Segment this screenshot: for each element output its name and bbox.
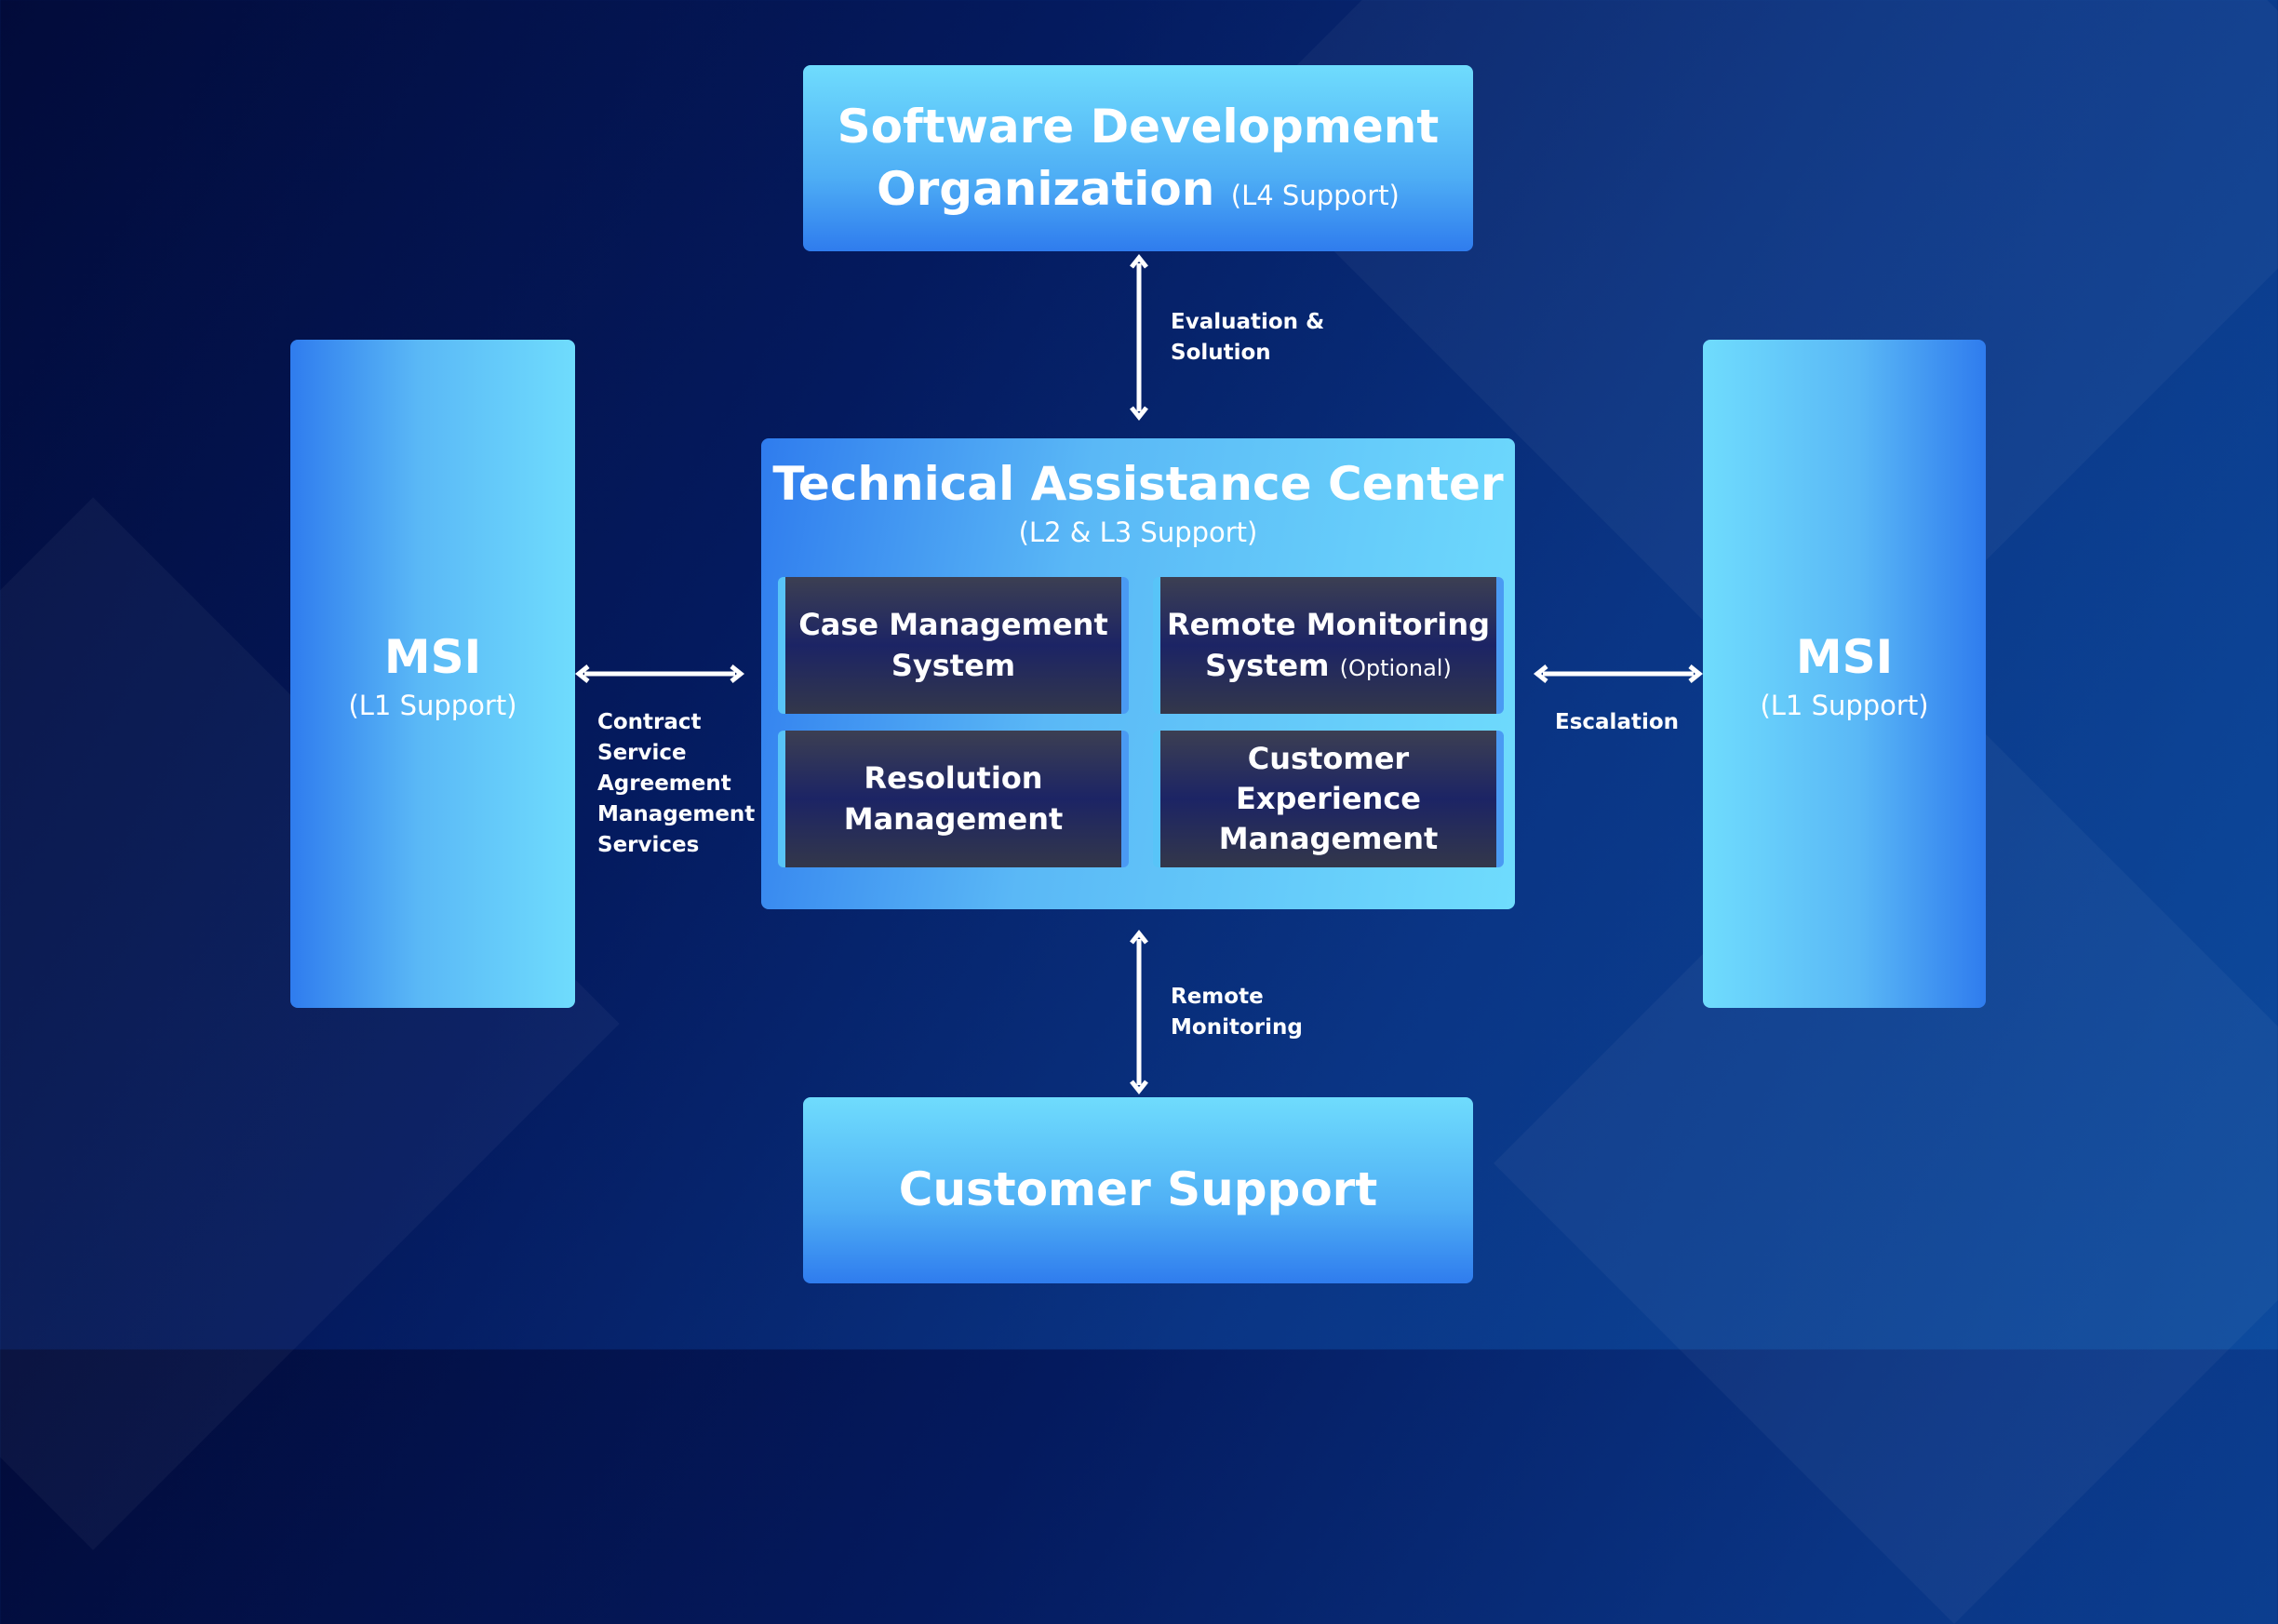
box-title: Organization <box>877 162 1215 216</box>
connector-label-escalation: Escalation <box>1555 710 1680 734</box>
vertical-double-arrow <box>1130 929 1148 1095</box>
msi-subtitle: (L1 Support) <box>348 689 517 721</box>
box-title: Software Development <box>837 99 1440 154</box>
customer-support-box: Customer Support <box>803 1097 1473 1283</box>
box-title: Customer Support <box>898 1162 1378 1217</box>
vertical-double-arrow <box>1130 253 1148 422</box>
connector-label-evaluation: Evaluation & Solution <box>1171 310 1325 365</box>
module-remote-monitoring: Remote Monitoring System (Optional) <box>1153 577 1504 714</box>
module-case-management: Case Management System <box>778 577 1129 714</box>
tac-title: Technical Assistance Center <box>772 457 1504 511</box>
module-resolution-management: Resolution Management <box>778 731 1129 867</box>
connector-label-remote-monitoring: Remote Monitoring <box>1171 985 1303 1040</box>
connector-label-contract: Contract Service Agreement Management Se… <box>597 710 756 857</box>
left-msi-box: MSI (L1 Support) <box>290 340 575 1008</box>
module-customer-experience: Customer Experience Management <box>1153 731 1504 867</box>
box-subtitle: (L4 Support) <box>1230 180 1400 211</box>
horizontal-double-arrow <box>574 664 745 683</box>
msi-subtitle: (L1 Support) <box>1760 689 1929 721</box>
msi-title: MSI <box>1795 630 1894 685</box>
software-development-organization-box: Software Development Organization (L4 Su… <box>803 65 1473 251</box>
msi-title: MSI <box>383 630 482 685</box>
right-msi-box: MSI (L1 Support) <box>1703 340 1986 1008</box>
tac-subtitle: (L2 & L3 Support) <box>1018 516 1258 548</box>
optional-note: (Optional) <box>1339 654 1452 681</box>
horizontal-double-arrow <box>1533 664 1704 683</box>
